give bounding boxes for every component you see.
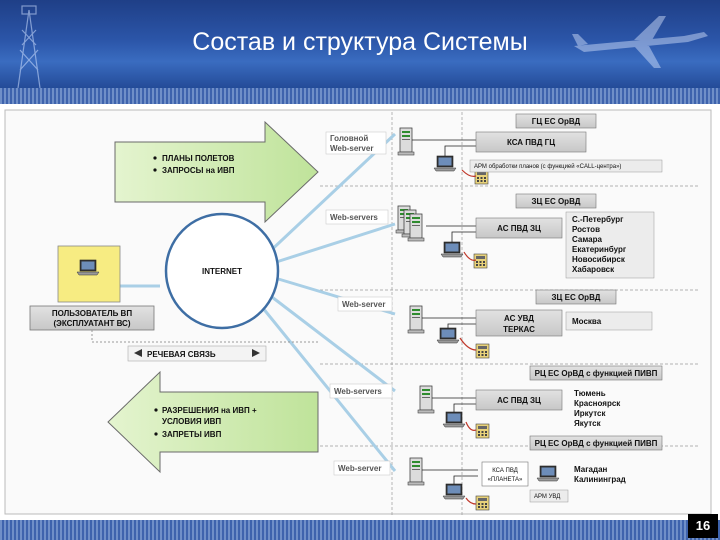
rc1-city: Тюмень xyxy=(574,389,606,398)
server-icon xyxy=(407,305,425,334)
server2-label-box xyxy=(325,209,389,225)
internet-links xyxy=(120,132,397,472)
zc-city: Самара xyxy=(572,235,602,244)
rc2-title: РЦ ЕС ОрВД с функцией ПИВП xyxy=(535,439,658,448)
user-label-line1: ПОЛЬЗОВАТЕЛЬ ВП xyxy=(52,309,132,318)
gc-arm-label: АРМ обработки планов (с функцией «CALL-ц… xyxy=(474,163,621,170)
gc-center: ГЦ ЕС ОрВД КСА ПВД ГЦ АРМ обработки план… xyxy=(469,113,663,173)
arrow-item-conditions: УСЛОВИЯ ИВП xyxy=(162,417,221,426)
voice-arcs xyxy=(459,169,477,505)
zc-moscow-city: Москва xyxy=(572,317,602,326)
page-title: Состав и структура Системы xyxy=(192,28,528,56)
server4-label: Web-servers xyxy=(334,387,382,396)
internet-label: INTERNET xyxy=(202,267,242,276)
phone-icon xyxy=(475,423,490,439)
zc-moscow-system-line1: АС УВД xyxy=(504,314,534,323)
laptop-icon xyxy=(436,327,460,344)
laptop-icon xyxy=(442,411,466,428)
server-icon xyxy=(417,385,435,414)
zc-moscow-title: ЗЦ ЕС ОрВД xyxy=(552,293,601,302)
zc-city: Екатеринбург xyxy=(572,245,627,254)
laptop-icon xyxy=(433,155,457,172)
rc1-city: Иркутск xyxy=(574,409,606,418)
rc1-city: Якутск xyxy=(574,419,602,428)
permissions-arrow: РАЗРЕШЕНИЯ на ИВП + УСЛОВИЯ ИВП ЗАПРЕТЫ … xyxy=(107,370,319,474)
server1-label-line2: Web-server xyxy=(330,144,373,153)
local-links xyxy=(412,139,478,484)
phone-icon xyxy=(473,253,488,269)
zc-center: ЗЦ ЕС ОрВД АС ПВД ЗЦ С.-Петербург Ростов… xyxy=(475,193,655,279)
internet-cloud: INTERNET xyxy=(164,212,280,330)
zc-title: ЗЦ ЕС ОрВД xyxy=(532,197,581,206)
gc-title: ГЦ ЕС ОрВД xyxy=(532,117,581,126)
user-panel: ПОЛЬЗОВАТЕЛЬ ВП (ЭКСПЛУАТАНТ ВС) xyxy=(29,245,320,343)
zc-city: Хабаровск xyxy=(572,265,615,274)
server3-label-box xyxy=(337,296,393,312)
voice-link: РЕЧЕВАЯ СВЯЗЬ xyxy=(127,345,267,362)
arrow-item-plans: ПЛАНЫ ПОЛЕТОВ xyxy=(162,154,235,163)
rc2-city: Магадан xyxy=(574,465,608,474)
gc-system: КСА ПВД ГЦ xyxy=(507,138,555,147)
footer-band xyxy=(0,520,720,540)
airplane-icon xyxy=(572,16,708,68)
zc-moscow-center: ЗЦ ЕС ОрВД АС УВД ТЕРКАС Москва xyxy=(475,289,653,337)
arrow-item-requests: ЗАПРОСЫ на ИВП xyxy=(162,166,235,175)
rc2-system-line1: КСА ПВД xyxy=(492,468,518,474)
zc-city: С.-Петербург xyxy=(572,215,624,224)
zc-moscow-system-line2: ТЕРКАС xyxy=(503,325,535,334)
decorative-band xyxy=(0,88,720,104)
user-label-line2: (ЭКСПЛУАТАНТ ВС) xyxy=(54,319,131,328)
phone-icon xyxy=(475,495,490,511)
server2-label: Web-servers xyxy=(330,213,378,222)
rc1-system: АС ПВД ЗЦ xyxy=(497,396,541,405)
zone-separators xyxy=(320,112,700,516)
server5-label: Web-server xyxy=(338,464,381,473)
laptop-icon xyxy=(536,465,560,482)
laptop-icon xyxy=(76,259,100,276)
rc1-center: РЦ ЕС ОрВД с функцией ПИВП АС ПВД ЗЦ Тюм… xyxy=(475,365,663,428)
page-number: 16 xyxy=(688,514,718,538)
rc1-title: РЦ ЕС ОрВД с функцией ПИВП xyxy=(535,369,658,378)
plans-requests-arrow: ПЛАНЫ ПОЛЕТОВ ЗАПРОСЫ на ИВП xyxy=(114,120,319,224)
rc2-center: РЦ ЕС ОрВД с функцией ПИВП КСА ПВД «ПЛАН… xyxy=(481,435,663,503)
rc1-city: Красноярск xyxy=(574,399,621,408)
control-tower-icon xyxy=(17,5,41,88)
arrow-item-permissions: РАЗРЕШЕНИЯ на ИВП + xyxy=(162,406,257,415)
system-structure-diagram: ПЛАНЫ ПОЛЕТОВ ЗАПРОСЫ на ИВП РАЗРЕШЕНИЯ … xyxy=(4,109,712,516)
server4-label-box xyxy=(329,383,393,399)
arrow-item-bans: ЗАПРЕТЫ ИВП xyxy=(162,430,222,439)
rc2-city: Калининград xyxy=(574,475,626,484)
server1-label-line1: Головной xyxy=(330,134,368,143)
header-banner: Состав и структура Системы xyxy=(0,0,720,88)
rc2-arm-label: АРМ УВД xyxy=(534,494,560,500)
rc2-system-line2: «ПЛАНЕТА» xyxy=(488,477,523,483)
server3-label: Web-server xyxy=(342,300,385,309)
phone-icon xyxy=(475,343,490,359)
server-icon xyxy=(407,457,425,486)
server-icon xyxy=(397,127,415,156)
server5-label-box xyxy=(333,460,391,476)
server-icon xyxy=(407,213,425,242)
laptop-icon xyxy=(440,241,464,258)
server1-label-box xyxy=(325,131,387,155)
laptop-icon xyxy=(442,483,466,500)
zc-city: Ростов xyxy=(572,225,600,234)
divider xyxy=(0,104,720,106)
zc-system: АС ПВД ЗЦ xyxy=(497,224,541,233)
zc-city: Новосибирск xyxy=(572,255,626,264)
voice-label: РЕЧЕВАЯ СВЯЗЬ xyxy=(147,350,216,359)
